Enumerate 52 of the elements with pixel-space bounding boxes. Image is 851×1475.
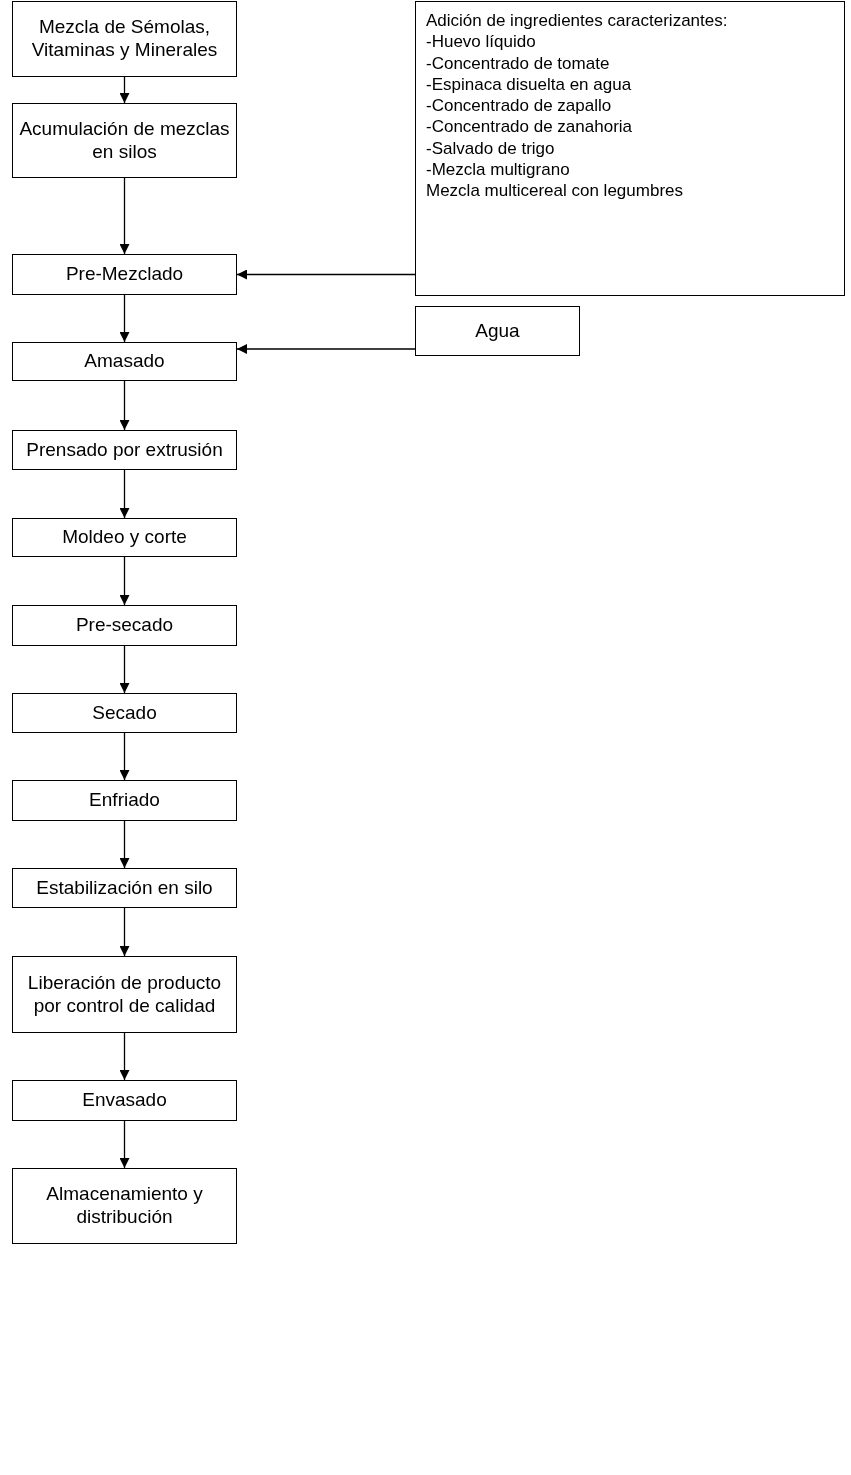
process-box (12, 1, 237, 77)
process-box (12, 1168, 237, 1244)
arrow (236, 344, 416, 354)
list-item: -Mezcla multigrano (426, 158, 570, 180)
process-box (12, 780, 237, 821)
arrow (119, 469, 130, 519)
step-label: Prensado por extrusión (26, 438, 223, 462)
process-box (12, 430, 237, 470)
process-box (12, 956, 237, 1033)
list-item: -Concentrado de zapallo (426, 95, 612, 117)
arrow (119, 556, 130, 606)
input-box (415, 1, 845, 296)
step-label: Secado (92, 701, 157, 725)
step-label: Agua (475, 319, 520, 343)
step-label: Envasado (82, 1089, 167, 1112)
process-box (415, 306, 580, 356)
step-label: Liberación de producto por control de calidad (26, 971, 223, 1018)
list-item: -Concentrado de zanahoria (426, 116, 633, 138)
list-item: -Concentrado de tomate (426, 52, 610, 74)
step-label: Amasado (84, 350, 165, 373)
arrow (119, 732, 130, 781)
step-label: Mezcla de Sémolas, Vitaminas y Minerales (30, 16, 219, 62)
arrow (119, 177, 130, 255)
arrow (236, 269, 416, 280)
list-item: -Huevo líquido (426, 31, 536, 53)
arrow (119, 76, 130, 104)
process-box (12, 342, 237, 381)
list-item: -Espinaca disuelta en agua (426, 73, 632, 95)
step-label: Enfriado (89, 789, 160, 812)
process-box (12, 693, 237, 733)
arrow (119, 380, 130, 431)
step-label: Pre-secado (75, 614, 174, 637)
heading: Adición de ingredientes caracterizantes: (426, 10, 728, 32)
arrow (119, 294, 130, 343)
step-label: Almacenamiento y distribución (45, 1183, 204, 1229)
process-box (12, 605, 237, 646)
arrow (119, 907, 130, 957)
step-label: Moldeo y corte (62, 526, 187, 549)
arrow (119, 1120, 130, 1169)
arrow (119, 645, 130, 694)
step-label: Pre-Mezclado (65, 263, 184, 286)
process-box (12, 518, 237, 557)
process-box (12, 103, 237, 178)
process-box (12, 1080, 237, 1121)
list-item: -Salvado de trigo (426, 137, 555, 159)
arrow (119, 820, 130, 869)
step-label: Estabilización en silo (36, 876, 213, 900)
list-item: Mezcla multicereal con legumbres (426, 180, 683, 202)
step-label: Acumulación de mezclas en silos (19, 117, 230, 164)
arrow (119, 1032, 130, 1081)
process-box (12, 868, 237, 908)
process-box (12, 254, 237, 295)
